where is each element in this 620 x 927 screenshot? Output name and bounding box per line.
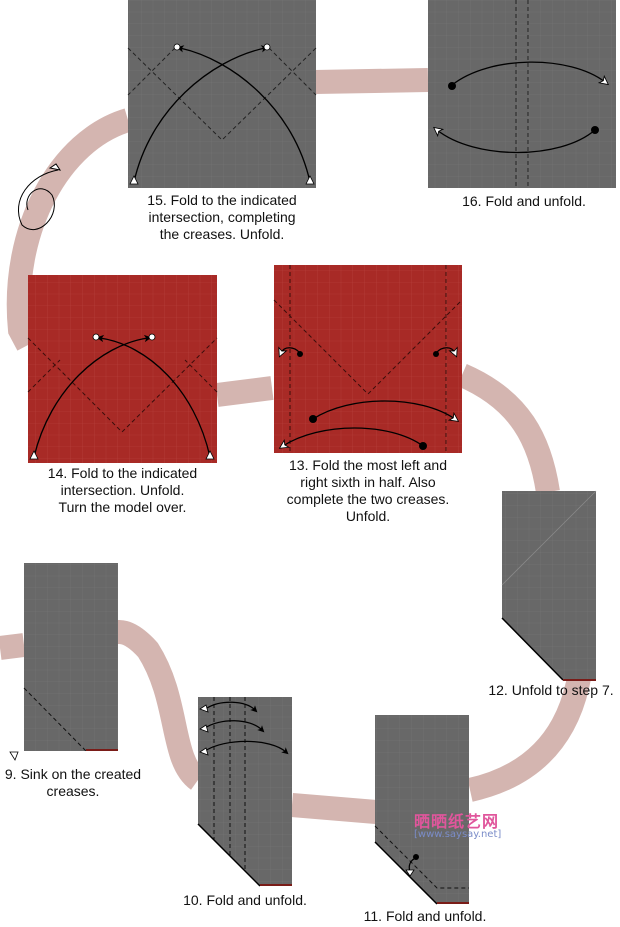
step-11-caption: 11. Fold and unfold. <box>363 908 487 924</box>
step-12-diagram <box>501 490 597 681</box>
step-15-diagram <box>127 0 317 188</box>
step-16-caption: 16. Fold and unfold. <box>462 193 586 209</box>
step-15-caption: 15. Fold to the indicated intersection, … <box>147 192 297 242</box>
step-10-caption: 10. Fold and unfold. <box>183 892 307 908</box>
watermark-url: [www.saysay.net] <box>414 829 502 840</box>
step-10-diagram <box>197 697 292 887</box>
step-14-diagram <box>27 275 218 463</box>
step-13-caption: 13. Fold the most left and right sixth i… <box>286 457 450 524</box>
step-11-diagram <box>374 715 469 905</box>
watermark-logo: 晒晒纸艺网 <box>414 812 500 831</box>
step-9-diagram <box>9 563 118 761</box>
step-16-diagram <box>428 0 616 188</box>
step-14-caption: 14. Fold to the indicated intersection. … <box>47 465 198 515</box>
step-13-diagram <box>273 265 463 453</box>
step-12-caption: 12. Unfold to step 7. <box>488 682 614 698</box>
turn-over-swirl <box>17 163 62 231</box>
step-9-caption: 9. Sink on the created creases. <box>4 766 142 799</box>
